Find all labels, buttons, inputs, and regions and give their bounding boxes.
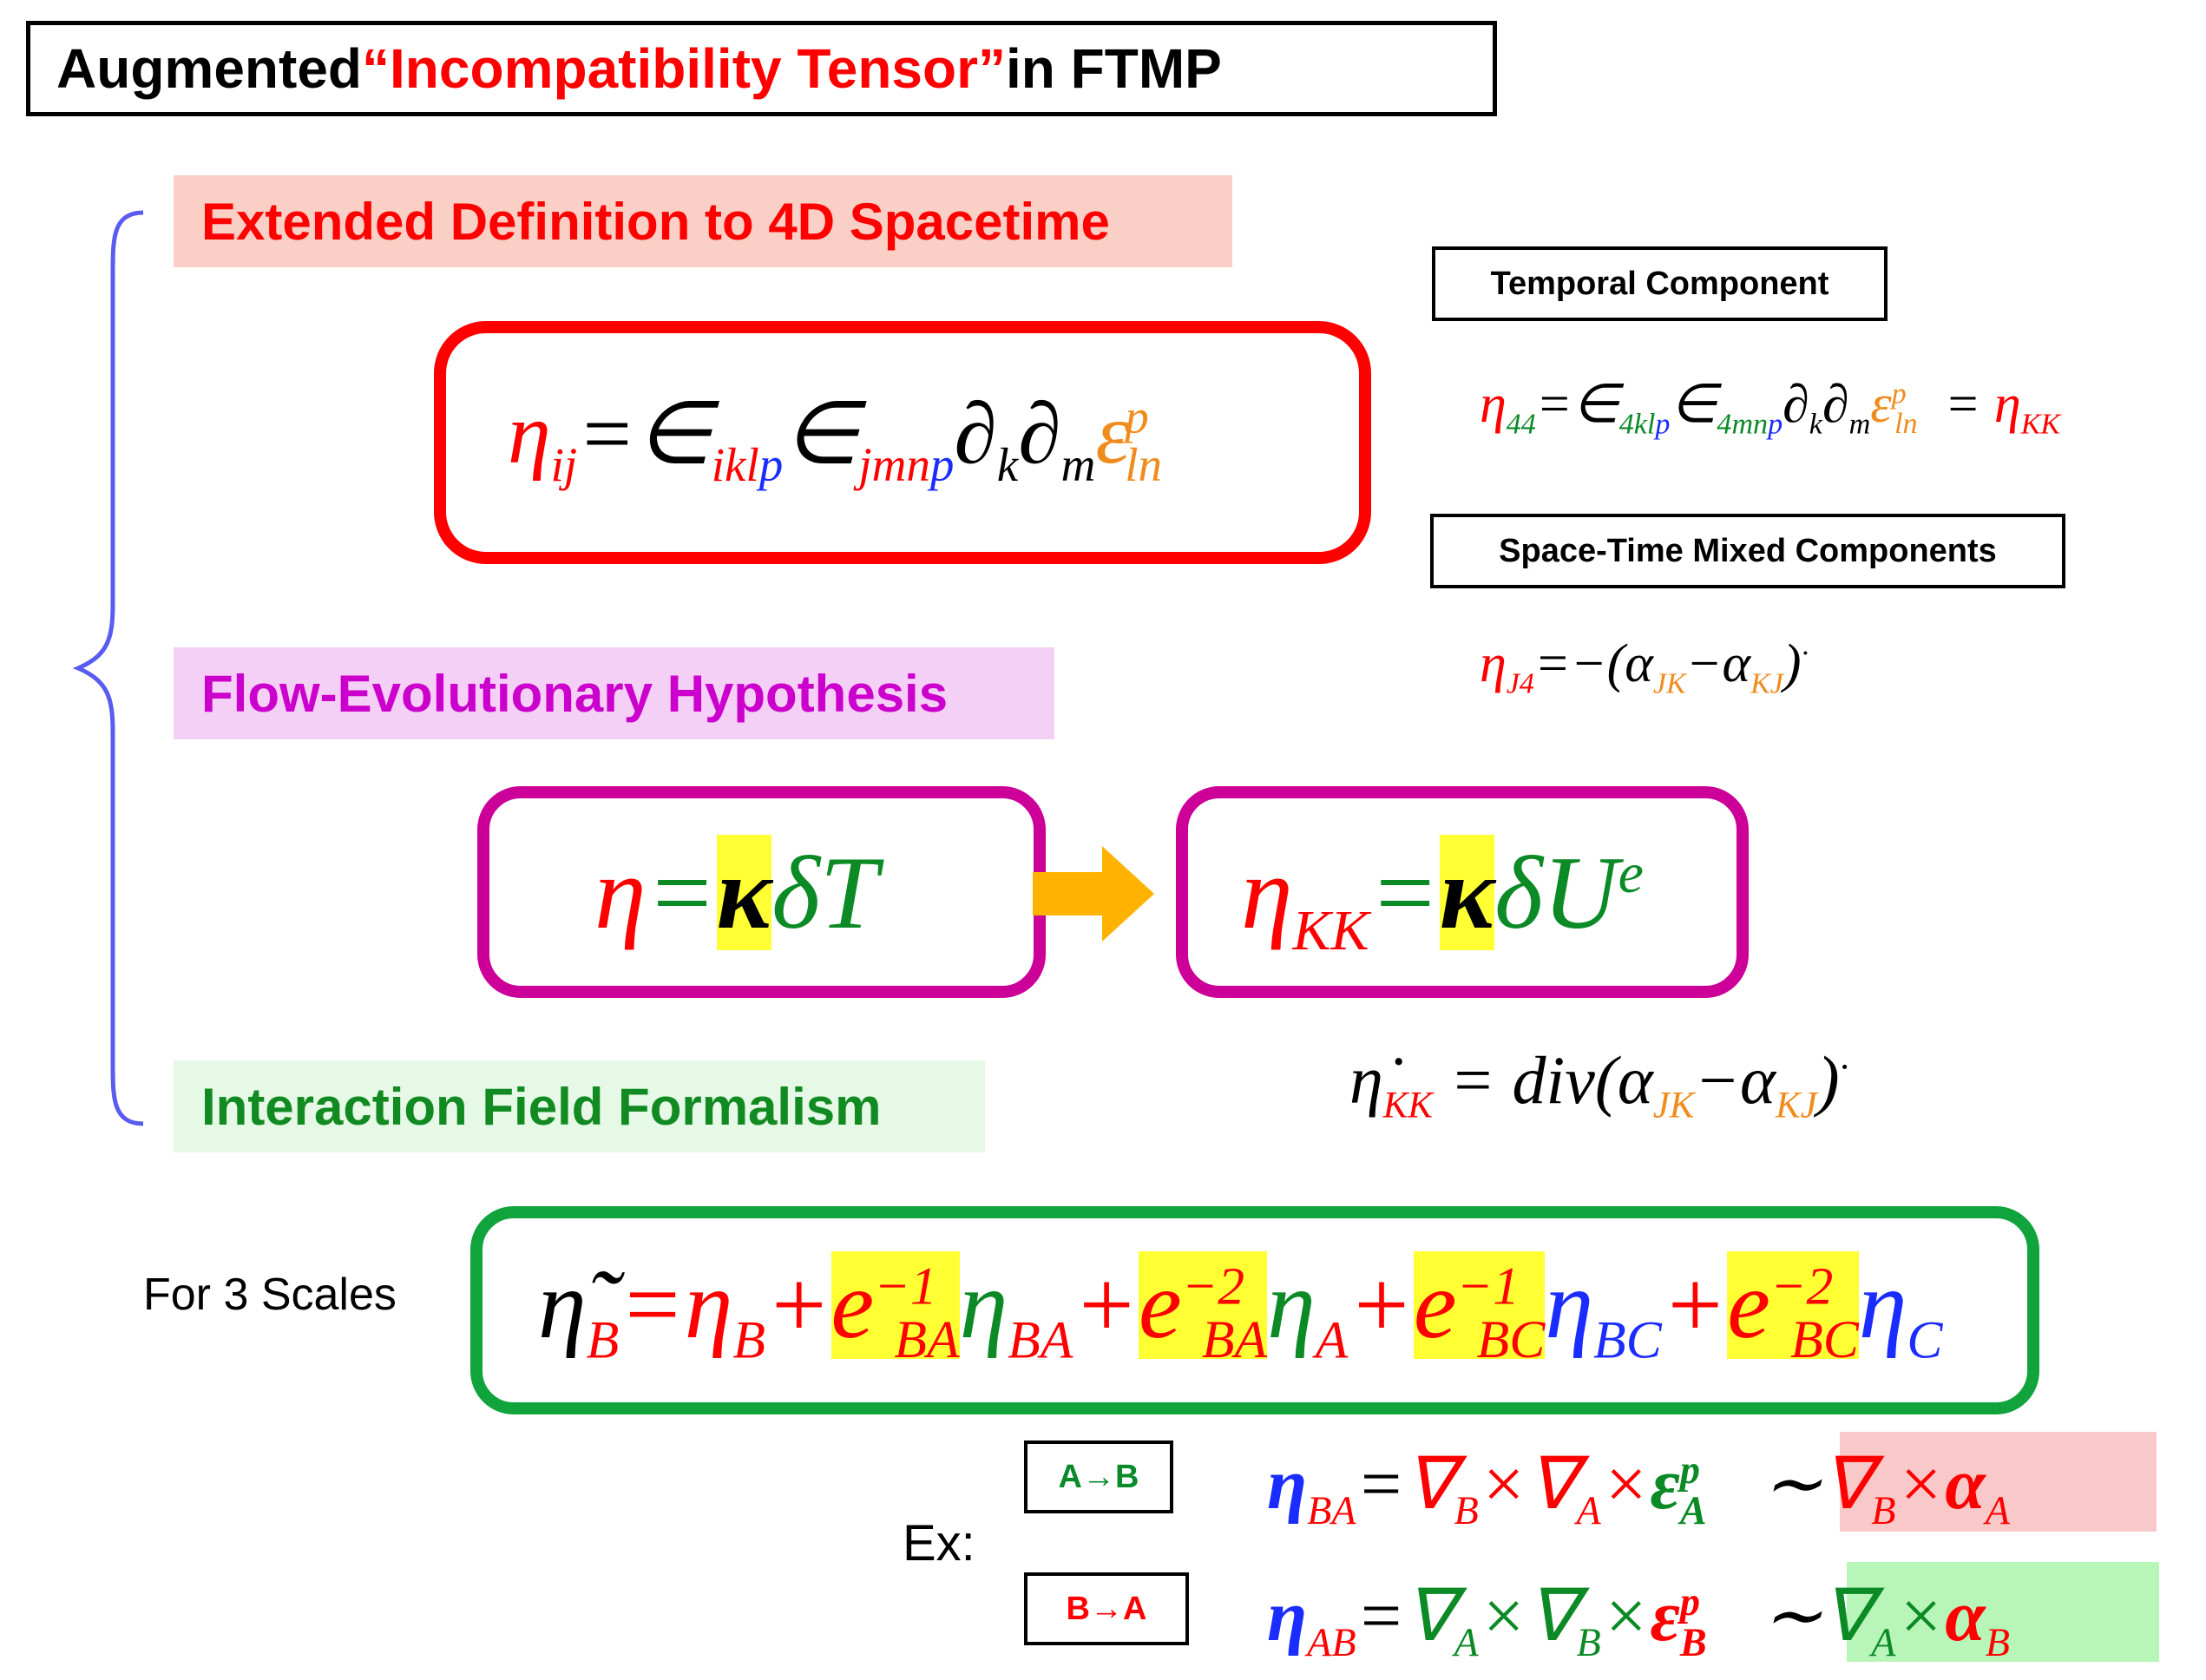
eq-flow-2: ηKK=κδUe (1241, 835, 1644, 962)
eq-a-to-b: ηBA=∇B×∇A×εpA ∼∇B×αA (1267, 1444, 2010, 1532)
curly-brace (72, 210, 144, 1126)
label-for-3-scales: For 3 Scales (143, 1270, 397, 1320)
label-b-to-a: B→A (1024, 1572, 1189, 1645)
eq-interaction-box (470, 1206, 2039, 1414)
eq-flow-box-2 (1176, 786, 1749, 998)
section-flow-evolutionary: Flow-Evolutionary Hypothesis (174, 647, 1054, 739)
section-extended-definition: Extended Definition to 4D Spacetime (174, 175, 1232, 267)
eq-b-to-a: ηAB=∇A×∇B×εpB ∼∇A×αB (1267, 1576, 2010, 1664)
title-highlight: “Incompatibility Tensor” (362, 37, 1006, 100)
right-arrow-icon (1033, 846, 1154, 942)
eq-temporal: η44=∈4klp∈4mnp∂k∂mεpln = ηKK (1480, 375, 2061, 441)
eq-eta-dot: η̇KK = div(αJK−αKJ)· (1349, 1042, 1849, 1126)
section-interaction-field: Interaction Field Formalism (174, 1060, 985, 1152)
eq-flow-1: η=κδT (594, 835, 878, 950)
label-ex: Ex: (903, 1515, 975, 1572)
eq-incompatibility: ηij=∈iklp∈jmnp∂k∂mεpln (508, 385, 1163, 491)
title-prefix: Augmented (56, 37, 362, 100)
label-space-time-mixed: Space-Time Mixed Components (1430, 514, 2065, 588)
label-a-to-b: A→B (1024, 1440, 1173, 1513)
eq-interaction: η̃B=ηB+e−1BAηBA+e−2BAηA+e−1BCηBC+e−2BCηC (538, 1251, 1943, 1370)
eq-mixed: ηJ4=−(αJK−αKJ)· (1480, 634, 1809, 700)
eq-incompatibility-box (434, 321, 1371, 564)
title-suffix: in FTMP (1006, 37, 1222, 100)
label-temporal-component: Temporal Component (1432, 246, 1888, 321)
highlight-b-to-a (1847, 1562, 2159, 1662)
highlight-a-to-b (1840, 1432, 2157, 1532)
title-box: Augmented “Incompatibility Tensor” in FT… (26, 21, 1497, 116)
